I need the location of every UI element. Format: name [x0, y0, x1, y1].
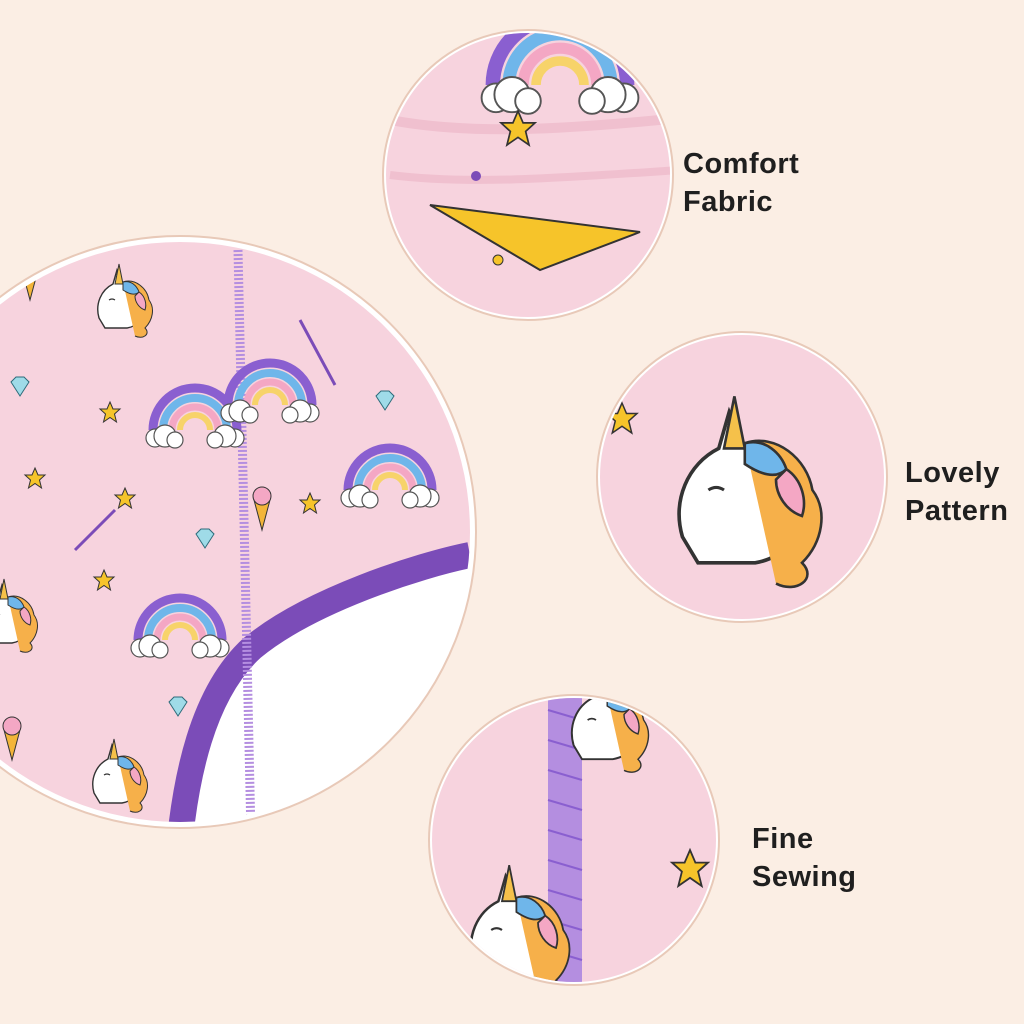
detail-circle-lovely: [596, 331, 888, 623]
feature-label-line: Fine: [752, 823, 814, 855]
feature-label-line: Sewing: [752, 861, 857, 893]
detail-circle-comfort: [382, 29, 674, 321]
detail-circle-fine: [428, 694, 720, 986]
feature-label-comfort-fabric: Comfort Fabric: [683, 145, 799, 221]
main-product-circle: [0, 235, 477, 829]
feature-label-line: Fabric: [683, 186, 774, 218]
feature-label-line: Lovely: [905, 457, 1000, 489]
feature-label-line: Comfort: [683, 148, 800, 180]
feature-label-line: Pattern: [905, 495, 1009, 527]
feature-label-fine-sewing: Fine Sewing: [752, 820, 857, 896]
feature-label-lovely-pattern: Lovely Pattern: [905, 454, 1008, 530]
